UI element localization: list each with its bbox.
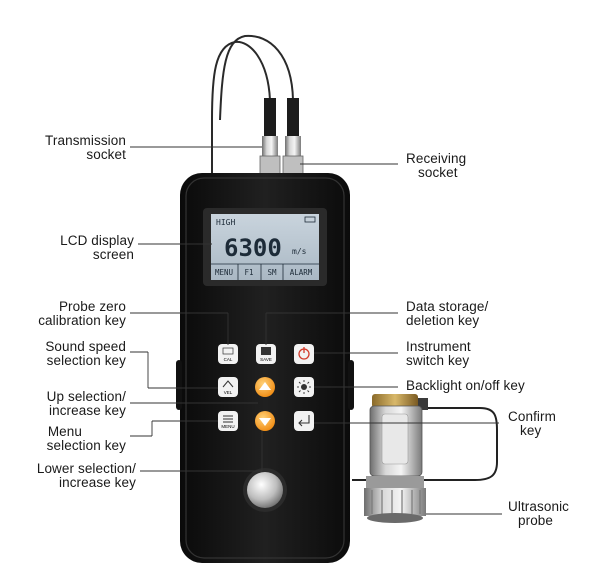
backlight-label: Backlight on/off key	[406, 378, 525, 393]
lcd-mode: HIGH	[216, 218, 235, 227]
power-key[interactable]	[294, 344, 314, 364]
lcd-softkey-f1: F1	[244, 268, 253, 277]
lcd-softkey-menu: MENU	[215, 268, 233, 277]
velocity-key[interactable]: VEL	[218, 377, 238, 397]
transmission-connector	[259, 98, 281, 175]
lcd-reading: 6300	[224, 234, 282, 262]
receiving-connector	[282, 98, 304, 175]
callout-leader-lines	[130, 146, 502, 515]
up-selection-label: Up selection/increase key	[46, 389, 126, 418]
cable-loop	[211, 34, 294, 175]
menu-key[interactable]: MENU	[218, 411, 238, 431]
zero-calibration-disc	[243, 468, 287, 512]
calibration-key[interactable]: CAL	[218, 344, 238, 364]
save-key[interactable]: SAVE	[256, 344, 276, 364]
enter-key[interactable]	[294, 411, 314, 431]
keypad: CAL SAVE VEL	[218, 344, 314, 431]
lcd-softkey-sm: SM	[267, 268, 277, 277]
lower-selection-label: Lower selection/increase key	[36, 461, 136, 490]
lcd-softkey-alarm: ALARM	[290, 268, 313, 277]
lcd-screen: HIGH 6300 m/s MENU F1 SM ALARM	[203, 208, 327, 286]
down-key[interactable]	[255, 411, 275, 431]
save-key-label: SAVE	[260, 357, 272, 362]
vel-key-label: VEL	[224, 390, 233, 395]
data-storage-label: Data storage/deletion key	[406, 299, 489, 328]
backlight-key[interactable]	[294, 377, 314, 397]
lcd-unit: m/s	[292, 247, 307, 256]
menu-key-label: MENU	[221, 424, 234, 429]
ultrasonic-probe	[352, 394, 498, 523]
cal-key-label: CAL	[224, 357, 233, 362]
up-key[interactable]	[255, 377, 275, 397]
